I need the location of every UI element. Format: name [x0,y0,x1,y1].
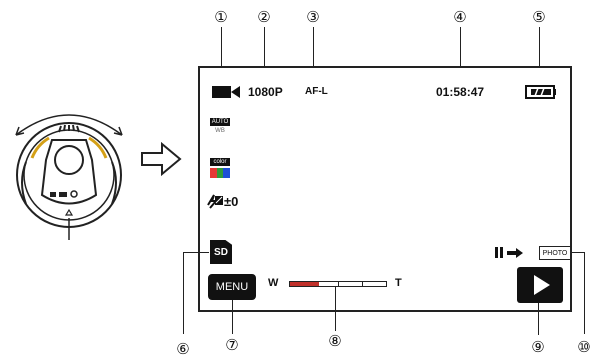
callout-1: ① [214,8,228,26]
wb-auto-label: AUTO [210,118,230,126]
right-arrow-icon [141,142,182,176]
video-camera-icon [212,86,240,98]
pause-to-photo-indicator [495,247,523,258]
pause-icon [495,247,498,258]
rotate-arrow-icon [15,114,123,136]
recording-time: 01:58:47 [436,85,485,99]
play-icon [534,275,550,295]
wb-label: WB [215,128,225,134]
callout-line-10 [584,252,585,334]
callout-3: ③ [306,8,320,26]
menu-button[interactable]: MENU [208,274,256,300]
zoom-tele-label: T [395,277,402,289]
callout-8: ⑧ [328,332,342,350]
exposure-indicator: ±0 [206,192,238,210]
resolution-label: 1080P [248,85,283,99]
callout-9: ⑨ [531,338,545,356]
sd-card-icon: SD [210,240,232,264]
callout-line-5 [539,27,540,77]
zoom-level-fill [290,282,319,286]
camera-screen: 1080P AF-L 01:58:47 AUTO WB color ±0 SD … [198,66,572,312]
playback-button[interactable] [517,267,563,303]
callout-line-6 [183,252,184,334]
callout-5: ⑤ [532,8,546,26]
color-effect-indicator: color [210,158,231,180]
exposure-value: ±0 [224,193,239,209]
focus-mode-label: AF-L [305,86,328,97]
callout-7: ⑦ [225,336,239,354]
zoom-bar [289,281,387,287]
battery-icon [525,85,556,99]
callout-line-9 [538,303,539,335]
callout-line-6-horizontal [183,252,209,253]
arrow-right-icon [507,247,523,258]
exposure-compensation-icon [207,194,223,209]
mode-dial-illustration [15,114,123,240]
callout-line-3 [313,27,314,77]
color-swatches-icon [210,168,231,178]
callout-line-4 [460,27,461,77]
callout-10: ⑩ [577,338,591,356]
callout-line-7 [232,300,233,334]
callout-2: ② [257,8,271,26]
white-balance-indicator: AUTO WB [210,118,230,138]
callout-line-8 [335,287,336,331]
photo-mode-label: PHOTO [539,246,571,260]
color-label: color [210,158,230,166]
callout-4: ④ [453,8,467,26]
callout-line-10-horizontal [570,252,584,253]
zoom-wide-label: W [268,277,279,289]
callout-6: ⑥ [176,340,190,358]
callout-line-1 [221,27,222,77]
callout-line-2 [264,27,265,77]
